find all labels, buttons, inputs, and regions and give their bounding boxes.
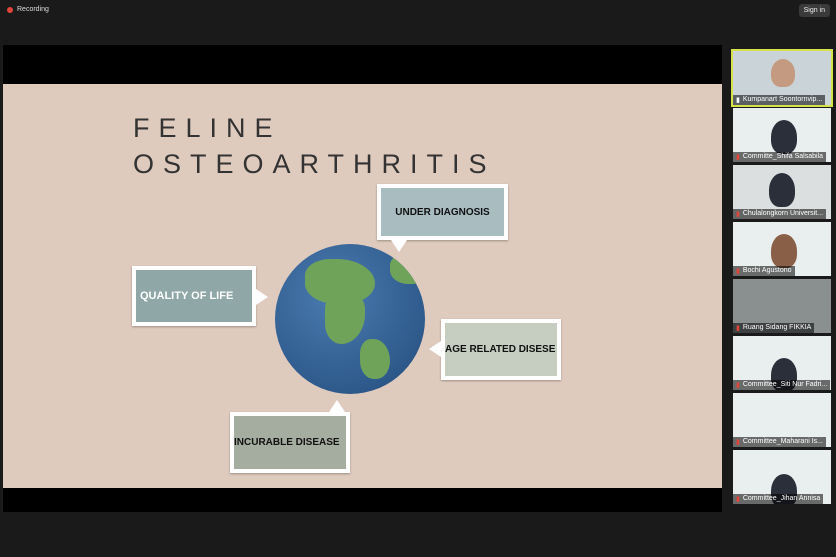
participant-tile[interactable]: ▮Bochi Agustono [733, 222, 831, 276]
participant-gallery: ▮Kumpanart Soontornvip... ▮Committe_Shif… [731, 49, 833, 507]
mic-muted-icon: ▮ [736, 496, 740, 503]
sign-in-button[interactable]: Sign in [798, 4, 830, 17]
pin-icon: ▮ [736, 97, 740, 104]
mic-muted-icon: ▮ [736, 211, 740, 218]
participant-tile[interactable]: ▮Committe_Shifa Salsabila [733, 108, 831, 162]
mic-muted-icon: ▮ [736, 268, 740, 275]
participant-tile[interactable]: ▮Chulalongkorn Universit... [733, 165, 831, 219]
callout-quality-of-life: QUALITY OF LIFE [132, 266, 256, 326]
participant-tile[interactable]: ▮Committee_Siti Nur Fadri... [733, 336, 831, 390]
participant-tile[interactable]: ▮Kumpanart Soontornvip... [731, 49, 833, 107]
recording-indicator[interactable]: Recording [7, 6, 49, 13]
top-bar: Recording Sign in [0, 0, 836, 24]
recording-icon [7, 6, 13, 13]
mic-muted-icon: ▮ [736, 154, 740, 161]
mic-muted-icon: ▮ [736, 382, 740, 389]
globe-image [275, 244, 425, 394]
participant-tile[interactable]: ▮Committee_Jihan Annisa [733, 450, 831, 504]
mic-muted-icon: ▮ [736, 325, 740, 332]
callout-under-diagnosis: UNDER DIAGNOSIS [377, 184, 508, 240]
participant-tile[interactable]: ▮Ruang Sidang FIKKIA [733, 279, 831, 333]
participant-tile[interactable]: ▮Committee_Maharani Is... [733, 393, 831, 447]
recording-label: Recording [17, 6, 49, 13]
mic-muted-icon: ▮ [736, 439, 740, 446]
callout-incurable-disease: INCURABLE DISEASE [230, 412, 350, 473]
callout-age-related-disease: AGE RELATED DISESE [441, 319, 561, 380]
